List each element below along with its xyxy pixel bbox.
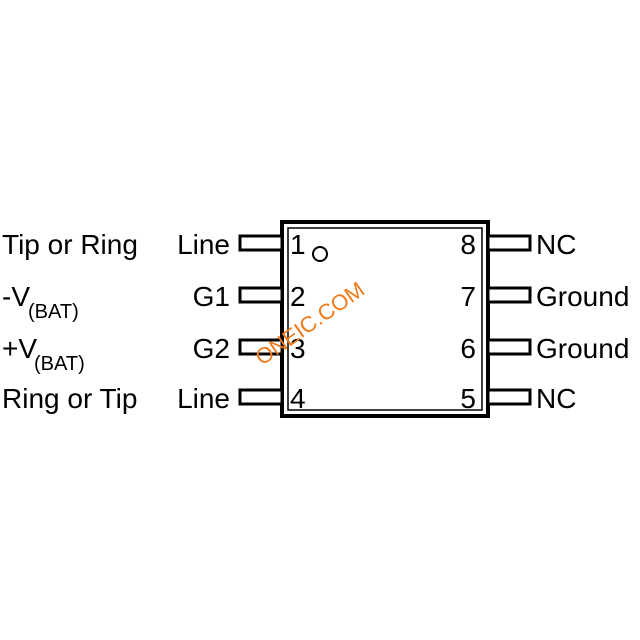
signal-minus-v-subscript: (BAT): [28, 301, 79, 323]
pin-label-nc-8: NC: [536, 229, 576, 260]
pin-label-g2: G2: [193, 333, 230, 364]
pin-number-4: 4: [290, 383, 306, 414]
pin-label-nc-5: NC: [536, 383, 576, 414]
pin-label-g1: G1: [193, 281, 230, 312]
signal-minus-v: -V: [2, 281, 30, 312]
pin-label-ground-7: Ground: [536, 281, 629, 312]
right-pin-5: 5 NC: [460, 383, 576, 414]
right-pin-8: 8 NC: [460, 229, 576, 260]
pin-label-line-1: Line: [177, 229, 230, 260]
left-pin-3: 3 G2 +V (BAT): [2, 333, 306, 375]
pin-number-1: 1: [290, 229, 306, 260]
pin-label-line-4: Line: [177, 383, 230, 414]
pin-number-7: 7: [460, 281, 476, 312]
left-pin-2: 2 G1 -V (BAT): [2, 281, 306, 323]
pin-number-6: 6: [460, 333, 476, 364]
pin1-indicator-dot: [312, 246, 328, 262]
pin-label-ground-6: Ground: [536, 333, 629, 364]
ic-body-inner: [287, 227, 483, 411]
signal-tip-or-ring: Tip or Ring: [2, 229, 138, 260]
ic-body-outer: [280, 220, 490, 418]
pin-number-8: 8: [460, 229, 476, 260]
signal-ring-or-tip: Ring or Tip: [2, 383, 137, 414]
signal-plus-v-subscript: (BAT): [34, 353, 85, 375]
pin-number-5: 5: [460, 383, 476, 414]
right-pin-7: 7 Ground: [460, 281, 629, 312]
left-pin-4: 4 Line Ring or Tip: [2, 383, 306, 414]
left-pin-1: 1 Line Tip or Ring: [2, 229, 306, 260]
pin-number-2: 2: [290, 281, 306, 312]
signal-plus-v: +V: [2, 333, 37, 364]
right-pin-6: 6 Ground: [460, 333, 629, 364]
pin-number-3: 3: [290, 333, 306, 364]
